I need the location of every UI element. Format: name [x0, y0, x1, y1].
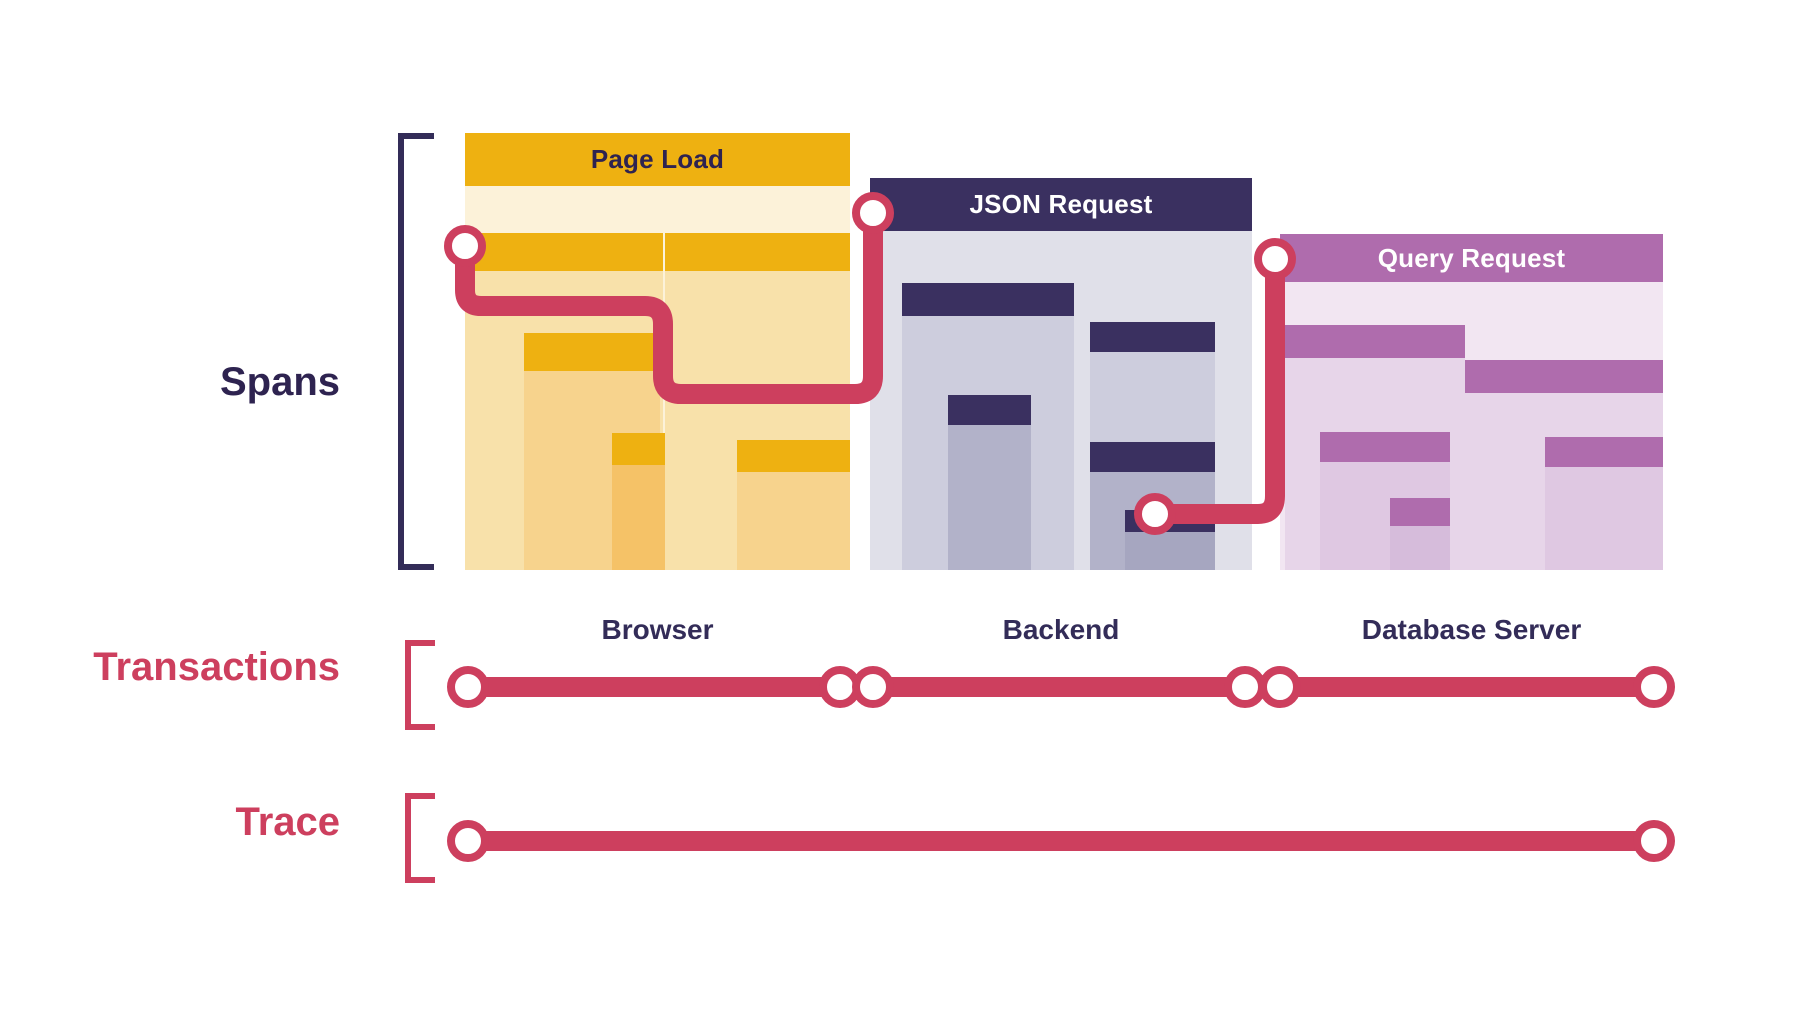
- backend-span-3-cap: [1090, 322, 1215, 352]
- database-span-5: [1545, 437, 1663, 570]
- trace-bracket: [405, 793, 435, 883]
- database-transaction-header: Query Request: [1280, 234, 1663, 282]
- panel-backend: JSON Request: [870, 178, 1252, 570]
- node-transaction-backend-end: [1224, 666, 1266, 708]
- backend-span-1-cap: [902, 283, 1074, 316]
- database-span-5-cap: [1545, 437, 1663, 467]
- spans-row-label: Spans: [219, 360, 340, 404]
- service-name-database: Database Server: [1361, 614, 1582, 645]
- node-transaction-backend-start: [852, 666, 894, 708]
- spans-bracket: [398, 133, 434, 570]
- node-transaction-browser-end: [819, 666, 861, 708]
- browser-span-3: [612, 433, 665, 570]
- backend-span-2-cap: [948, 395, 1031, 425]
- database-span-2-cap: [1320, 432, 1450, 462]
- node-trace-end: [1633, 820, 1675, 862]
- browser-transaction-header: Page Load: [465, 133, 850, 186]
- browser-transaction-label: Page Load: [590, 144, 725, 174]
- backend-transaction-label: JSON Request: [969, 189, 1153, 219]
- browser-span-5-cap: [737, 440, 850, 472]
- backend-span-5-cap: [1125, 510, 1215, 532]
- database-span-1-cap: [1285, 325, 1465, 358]
- database-span-3: [1390, 498, 1450, 570]
- database-span-4-cap: [1465, 360, 1663, 393]
- service-name-backend: Backend: [1002, 614, 1120, 645]
- service-name-browser: Browser: [601, 614, 714, 645]
- trace-row-label: Trace: [235, 800, 340, 844]
- browser-span-4-cap: [665, 233, 850, 271]
- browser-span-2-cap: [524, 333, 660, 371]
- backend-span-2: [948, 395, 1031, 570]
- transactions-row-label: Transactions: [93, 645, 340, 689]
- backend-span-4-cap: [1090, 442, 1215, 472]
- panel-browser: Page Load: [465, 133, 850, 570]
- transactions-bracket: [405, 640, 435, 730]
- node-transaction-database-end: [1633, 666, 1675, 708]
- browser-span-3-cap: [612, 433, 665, 465]
- backend-span-5: [1125, 510, 1215, 570]
- database-transaction-label: Query Request: [1377, 242, 1566, 273]
- backend-transaction-header: JSON Request: [870, 178, 1252, 231]
- database-span-3-cap: [1390, 498, 1450, 526]
- node-transaction-browser-start: [447, 666, 489, 708]
- node-trace-start: [447, 820, 489, 862]
- node-transaction-database-start: [1259, 666, 1301, 708]
- browser-span-5: [737, 440, 850, 570]
- panel-database: Query Request: [1280, 234, 1663, 570]
- browser-span-1-cap: [465, 233, 663, 271]
